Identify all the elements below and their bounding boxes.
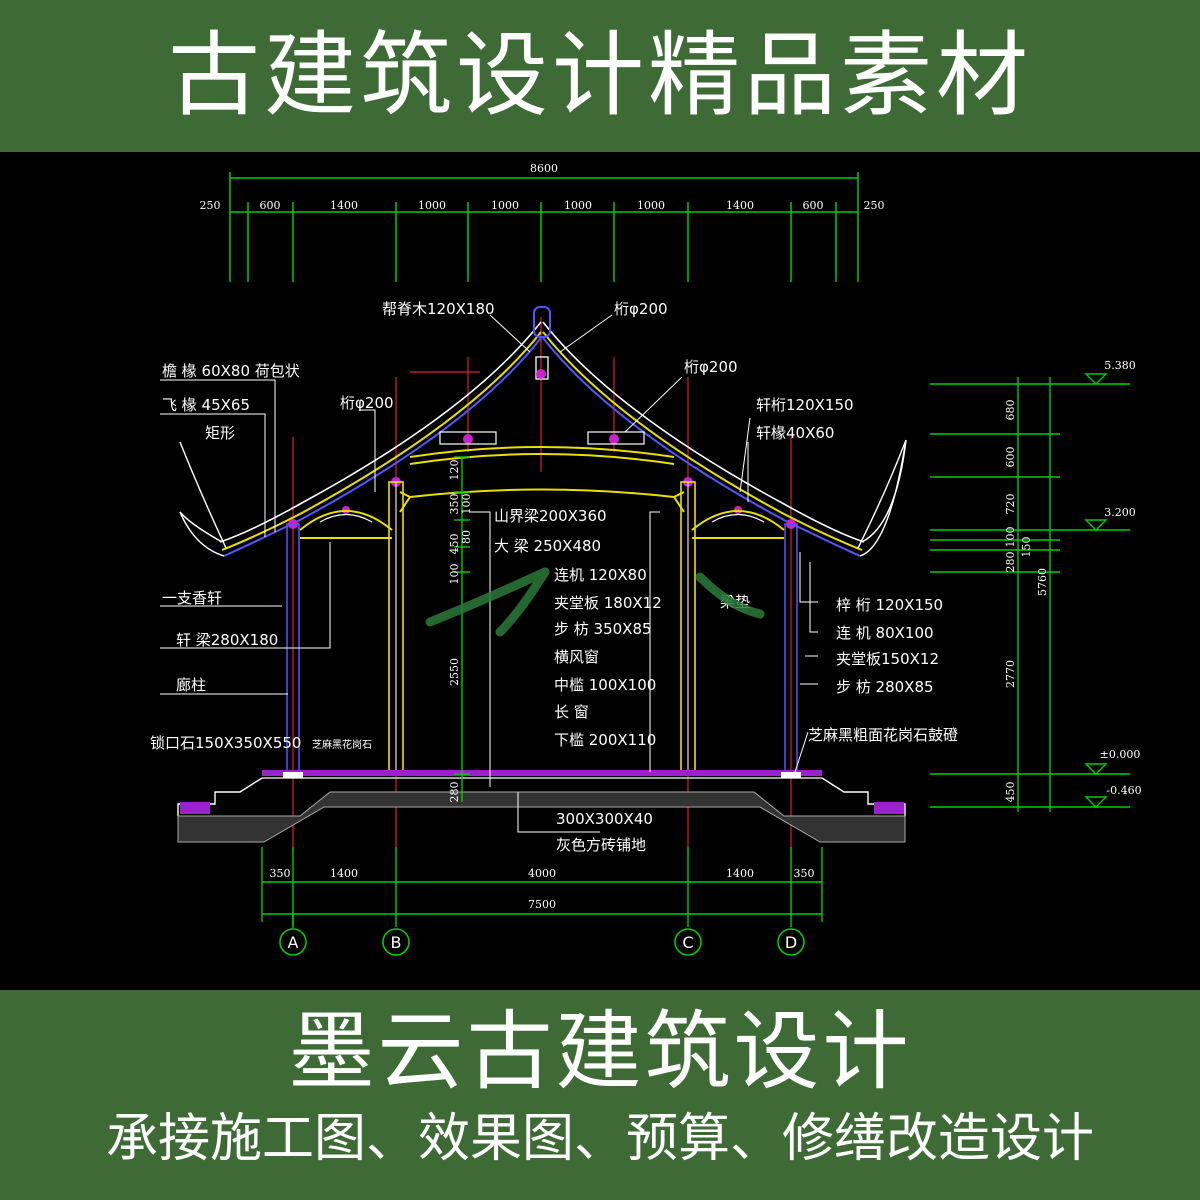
dim-right-total: 5760 [1036, 568, 1049, 596]
dim-mid-6: 280 [448, 782, 461, 803]
dim-bottom-1: 350 [270, 867, 291, 880]
dim-right-1: 680 [1004, 400, 1017, 421]
roof [179, 321, 907, 557]
mid-dimension-chain [454, 456, 470, 802]
dim-top-total: 8600 [530, 162, 558, 175]
elev-ground: -0.460 [1106, 784, 1141, 797]
axis-label-c: C [682, 933, 693, 952]
dim-mid-5: 2550 [448, 658, 461, 686]
right-dimension-chain [930, 373, 1130, 812]
brand-name: 墨云古建筑设计 [288, 1002, 912, 1102]
axis-label-a: A [288, 933, 299, 952]
dim-top-10: 250 [864, 199, 885, 212]
dim-right-8: 450 [1004, 782, 1017, 803]
top-dimension-chain [229, 172, 859, 282]
label-xuan-rafter: 轩椽40X60 [756, 424, 834, 442]
label-zi-purlin: 梓 桁 120X150 [836, 596, 943, 614]
top-banner: 古建筑设计精品素材 [0, 0, 1200, 152]
leader-lines [160, 314, 818, 833]
dim-mid-1: 120 [448, 460, 461, 481]
ridge [533, 306, 551, 380]
label-long-window: 长 窗 [554, 703, 589, 721]
label-purlin-left: 桁φ200 [340, 394, 394, 412]
label-ridge-wood: 帮脊木120X180 [382, 300, 495, 318]
dim-top-7: 1000 [637, 199, 665, 212]
label-threshold-stone: 锁口石150X350X550 [150, 734, 301, 752]
label-low-sill: 下槛 200X110 [554, 731, 656, 749]
dim-right-3: 720 [1004, 494, 1017, 515]
banner-title: 古建筑设计精品素材 [167, 22, 1032, 129]
dim-top-1: 250 [200, 199, 221, 212]
label-jiatang-r: 夹堂板150X12 [836, 650, 939, 668]
label-xuan-purlin: 轩桁120X150 [756, 396, 854, 414]
label-big-beam: 大 梁 250X480 [494, 537, 601, 555]
dim-right-5: 150 [1020, 537, 1033, 558]
cad-section-drawing: 8600 250 600 1400 1000 1000 1000 1000 14… [0, 152, 1200, 990]
dim-right-4: 100 [1004, 527, 1017, 548]
label-xuan-beam: 轩 梁280X180 [176, 631, 278, 649]
elev-mid: 3.200 [1104, 506, 1136, 519]
beam-outlines [319, 431, 765, 523]
axis-bubbles [279, 928, 805, 956]
watermark-logo-icon [425, 567, 765, 637]
dim-top-2: 600 [260, 199, 281, 212]
dim-top-5: 1000 [491, 199, 519, 212]
dim-right-6: 280 [1004, 552, 1017, 573]
label-corridor-col: 廊柱 [176, 676, 206, 694]
label-eave-rafter: 檐 椽 60X80 荷包状 [162, 362, 300, 380]
axis-label-b: B [391, 933, 402, 952]
dim-mid-2: 350 [448, 494, 461, 515]
bottom-banner: 墨云古建筑设计 承接施工图、效果图、预算、修缮改造设计 [0, 990, 1200, 1200]
floor [177, 770, 906, 843]
elev-top: 5.380 [1104, 359, 1136, 372]
dim-mid-7: 100 [460, 494, 473, 515]
section-svg: 8600 250 600 1400 1000 1000 1000 1000 14… [150, 162, 1142, 956]
axis-label-d: D [785, 933, 797, 952]
label-bufang: 步 枋 350X85 [554, 620, 652, 638]
dim-top-9: 600 [803, 199, 824, 212]
dim-top-3: 1400 [330, 199, 358, 212]
services-line: 承接施工图、效果图、预算、修缮改造设计 [105, 1109, 1094, 1169]
dim-mid-3: 450 [448, 534, 461, 555]
dim-right-2: 600 [1004, 447, 1017, 468]
dim-bottom-3: 4000 [528, 867, 556, 880]
label-purlin-top: 桁φ200 [614, 300, 668, 318]
elev-floor: ±0.000 [1100, 748, 1141, 761]
label-lianji: 连机 120X80 [554, 566, 647, 584]
dim-bottom-2: 1400 [330, 867, 358, 880]
label-drum-stone: 芝麻黑粗面花岗石鼓磴 [808, 726, 958, 744]
label-jiatang: 夹堂板 180X12 [554, 594, 662, 612]
dim-top-8: 1400 [726, 199, 754, 212]
label-incense: 一支香轩 [162, 589, 222, 607]
label-shanjie-beam: 山界梁200X360 [494, 507, 607, 525]
dim-top-6: 1000 [564, 199, 592, 212]
label-mid-sill: 中槛 100X100 [554, 676, 656, 694]
dim-bottom-5: 350 [794, 867, 815, 880]
dim-mid-4: 100 [448, 564, 461, 585]
label-flying-rafter: 飞 椽 45X65 [162, 396, 250, 414]
columns [286, 481, 798, 775]
beams [299, 446, 785, 539]
dim-bottom-total: 7500 [528, 898, 556, 911]
label-purlin-right: 桁φ200 [684, 358, 738, 376]
bottom-dimension-chain [261, 847, 823, 928]
label-bufang-r: 步 枋 280X85 [836, 678, 934, 696]
label-transom: 横风窗 [554, 648, 599, 666]
label-lianji-r: 连 机 80X100 [836, 624, 934, 642]
dim-bottom-4: 1400 [726, 867, 754, 880]
label-floor-tile-2: 灰色方砖铺地 [556, 836, 646, 854]
dim-right-7: 2770 [1004, 660, 1017, 688]
dim-top-4: 1000 [418, 199, 446, 212]
label-small-stone: 芝麻黑花岗石 [312, 738, 372, 751]
label-floor-tile: 300X300X40 [556, 810, 653, 828]
label-rect: 矩形 [205, 424, 235, 442]
dim-mid-8: 80 [460, 530, 473, 544]
